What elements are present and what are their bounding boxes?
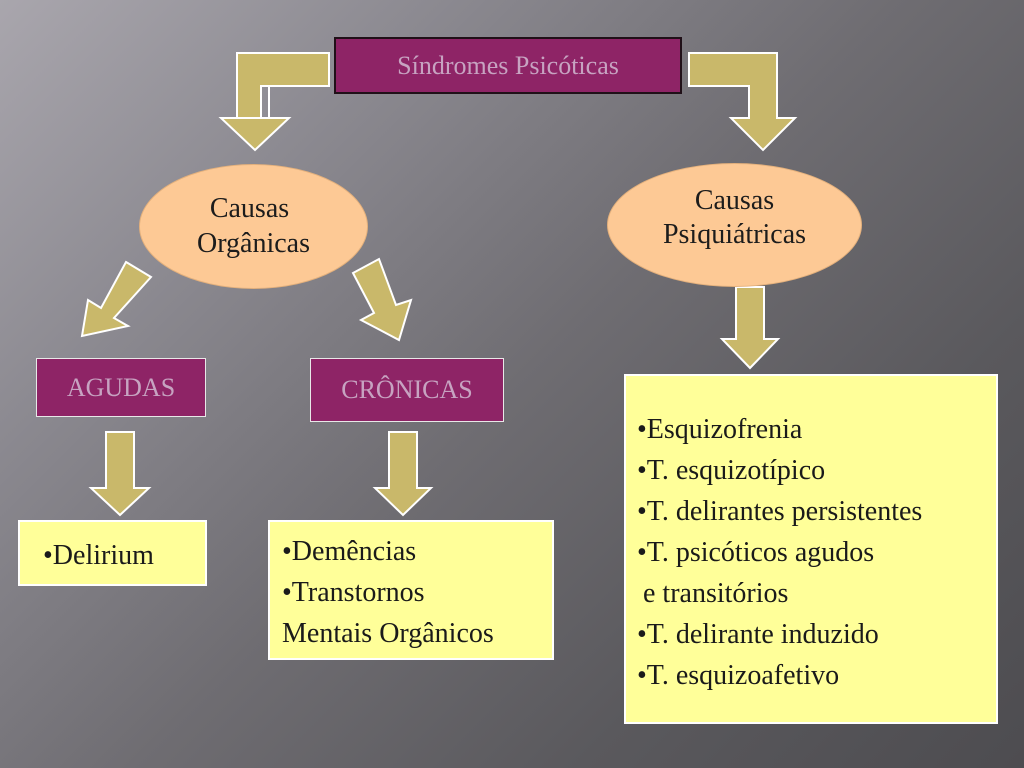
arrow-to-psychiatric-list	[719, 286, 781, 370]
agudas-box: AGUDAS	[36, 358, 206, 417]
demencias-box: •Demências •Transtornos Mentais Orgânico…	[268, 520, 554, 660]
agudas-label: AGUDAS	[66, 372, 176, 402]
psychiatric-disorders-box: •Esquizofrenia •T. esquizotípico •T. del…	[624, 374, 998, 724]
list-item: •Delirium	[43, 540, 154, 571]
title-text: Síndromes Psicóticas	[397, 50, 619, 80]
list-item: •Demências	[282, 536, 417, 567]
list-item: •T. delirantes persistentes	[637, 496, 923, 527]
list-item: •Esquizofrenia	[637, 414, 803, 445]
list-item: •T. delirante induzido	[637, 619, 879, 650]
arrow-to-organic-causes	[218, 52, 330, 152]
psychiatric-causes-line1: Causas	[694, 184, 775, 216]
list-item: •T. esquizoafetivo	[637, 660, 840, 691]
title-box: Síndromes Psicóticas	[334, 37, 682, 94]
arrow-to-psychiatric-causes	[688, 52, 798, 152]
list-item: •T. esquizotípico	[637, 455, 826, 486]
psychiatric-causes-line2: Psiquiátricas	[662, 219, 807, 250]
cronicas-label: CRÔNICAS	[341, 375, 473, 404]
delirium-box: •Delirium	[18, 520, 207, 586]
list-item: Mentais Orgânicos	[282, 618, 494, 649]
organic-causes-node: Causas Orgânicas	[139, 164, 368, 289]
arrow-to-agudas	[80, 260, 153, 338]
arrow-to-cronicas	[351, 257, 413, 342]
psychiatric-causes-node: Causas Psiquiátricas	[607, 163, 862, 287]
arrow-to-delirium	[88, 431, 152, 517]
list-item: •Transtornos	[282, 577, 425, 608]
list-item: e transitórios	[643, 578, 789, 609]
organic-causes-line1: Causas	[209, 193, 290, 225]
list-item: •T. psicóticos agudos	[637, 537, 875, 568]
cronicas-box: CRÔNICAS	[310, 358, 504, 422]
organic-causes-line2: Orgânicas	[197, 227, 310, 259]
arrow-to-demencias	[372, 431, 434, 517]
